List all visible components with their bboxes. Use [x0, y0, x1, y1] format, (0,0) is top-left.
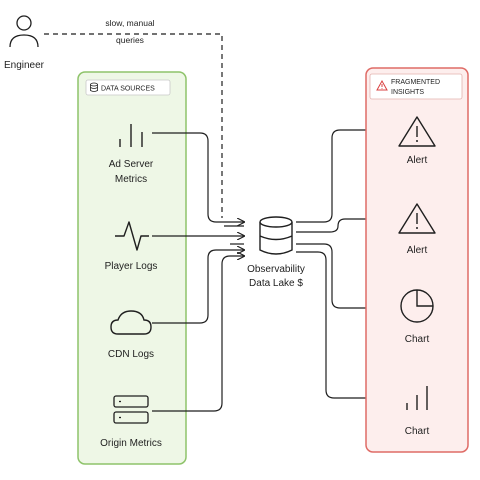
warning-icon-dot — [416, 140, 418, 142]
engineer-label: Engineer — [4, 60, 45, 71]
database-icon — [259, 216, 293, 255]
database-header-icon — [90, 82, 98, 92]
pie-chart-icon — [400, 289, 434, 323]
source-player-logs: Player Logs — [105, 261, 158, 272]
bar-chart-icon — [406, 386, 428, 410]
fragmented-insights-header: FRAGMENTED INSIGHTS — [369, 73, 463, 100]
source-cdn-logs: CDN Logs — [108, 349, 154, 360]
lake-label-line1: Observability — [247, 264, 305, 275]
insights-title-line2: INSIGHTS — [391, 89, 424, 96]
query-note-line1: slow, manual — [105, 18, 154, 28]
insight-chart-2: Chart — [405, 426, 430, 437]
source-connectors — [152, 132, 244, 412]
source-ad-server-line2: Metrics — [115, 174, 147, 185]
data-sources-panel — [77, 71, 187, 465]
insight-connectors — [296, 130, 394, 398]
lake-label-line2: Data Lake $ — [249, 278, 303, 289]
pulse-icon — [115, 221, 149, 251]
cloud-icon — [110, 310, 152, 335]
warning-icon-dot — [416, 227, 418, 229]
server-icon — [113, 395, 149, 424]
fragmented-insights-panel — [365, 67, 469, 453]
warning-icon — [398, 203, 436, 234]
warning-icon — [398, 116, 436, 147]
source-ad-server-line1: Ad Server — [109, 159, 154, 170]
insights-title-line1: FRAGMENTED — [391, 79, 440, 86]
insight-chart-1: Chart — [405, 334, 430, 345]
engineer-icon — [9, 15, 39, 48]
data-sources-header: DATA SOURCES — [85, 79, 171, 96]
insight-alert-1: Alert — [407, 155, 428, 166]
warning-header-icon — [376, 79, 388, 91]
query-note-line2: queries — [116, 35, 144, 45]
bar-chart-icon — [119, 124, 143, 147]
insight-alert-2: Alert — [407, 245, 428, 256]
data-sources-title: DATA SOURCES — [101, 86, 155, 93]
manual-query-path — [44, 33, 223, 218]
source-origin-metrics: Origin Metrics — [100, 438, 162, 449]
